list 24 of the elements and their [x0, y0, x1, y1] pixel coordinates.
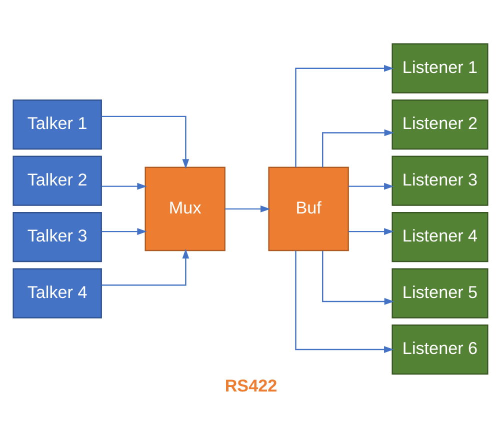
node-box: Mux — [144, 166, 226, 251]
node-box: Listener 3 — [392, 155, 488, 206]
arrow — [102, 182, 147, 190]
node-box: Talker 1 — [12, 99, 102, 150]
node-box: Listener 2 — [392, 99, 488, 150]
arrow — [102, 228, 147, 234]
arrow — [322, 128, 394, 167]
node-box: Talker 2 — [12, 155, 102, 206]
node-box: Listener 1 — [392, 42, 488, 93]
arrow — [224, 205, 270, 212]
arrow — [348, 182, 394, 190]
node-box: Buf — [268, 166, 349, 251]
arrow — [295, 64, 394, 167]
arrow — [102, 115, 190, 168]
node-box: Listener 5 — [392, 268, 488, 318]
arrow — [348, 228, 394, 234]
caption: RS422 — [224, 376, 278, 395]
node-box: Listener 4 — [392, 212, 488, 262]
node-box: Talker 4 — [12, 268, 102, 318]
arrow — [322, 250, 394, 304]
node-box: Talker 3 — [12, 212, 102, 262]
arrow — [295, 250, 394, 352]
node-box: Listener 6 — [392, 324, 488, 374]
arrow — [102, 248, 190, 286]
